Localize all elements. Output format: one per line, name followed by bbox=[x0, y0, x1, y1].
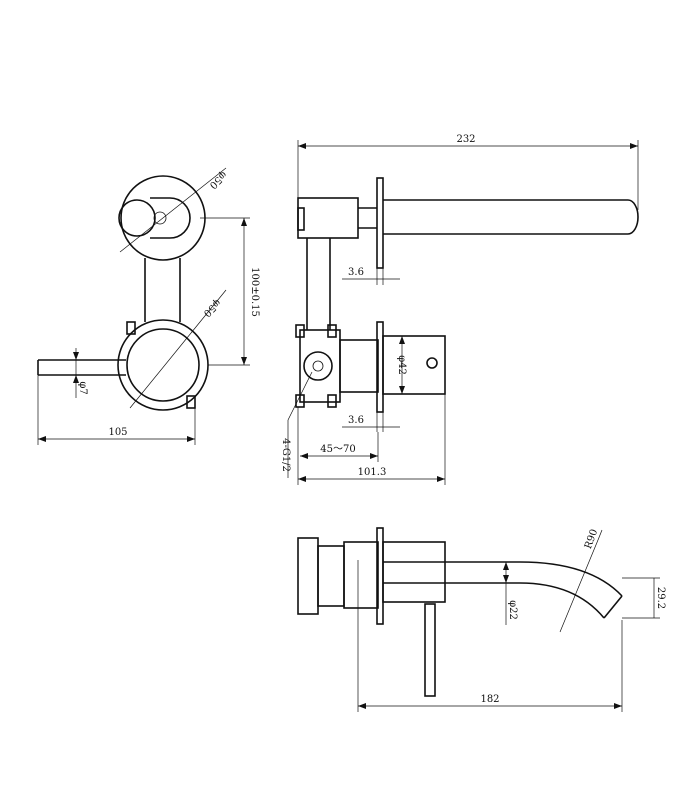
plan-view bbox=[297, 527, 660, 712]
dim-182: 182 bbox=[480, 694, 499, 705]
dim-phi50-bottom: φ50 bbox=[201, 297, 223, 319]
dim-phi7: φ7 bbox=[77, 381, 88, 394]
dim-101-3: 101.3 bbox=[358, 467, 387, 478]
front-view bbox=[37, 167, 250, 445]
dim-phi22: φ22 bbox=[507, 600, 518, 620]
dim-45-70: 45～70 bbox=[320, 444, 355, 455]
dim-232: 232 bbox=[456, 134, 475, 145]
dim-3-6-top: 3.6 bbox=[348, 267, 364, 278]
dim-29-2: 29.2 bbox=[655, 587, 666, 609]
dim-105: 105 bbox=[108, 427, 127, 438]
dim-3-6-mid: 3.6 bbox=[348, 415, 364, 426]
dim-4-g1-2: 4-G1/2 bbox=[280, 438, 291, 472]
dim-r90: R90 bbox=[583, 528, 600, 551]
dim-phi50-top: φ50 bbox=[207, 169, 229, 191]
dim-phi42: φ42 bbox=[396, 355, 407, 375]
dim-100-0-15: 100±0.15 bbox=[249, 267, 260, 317]
side-view bbox=[287, 140, 639, 485]
